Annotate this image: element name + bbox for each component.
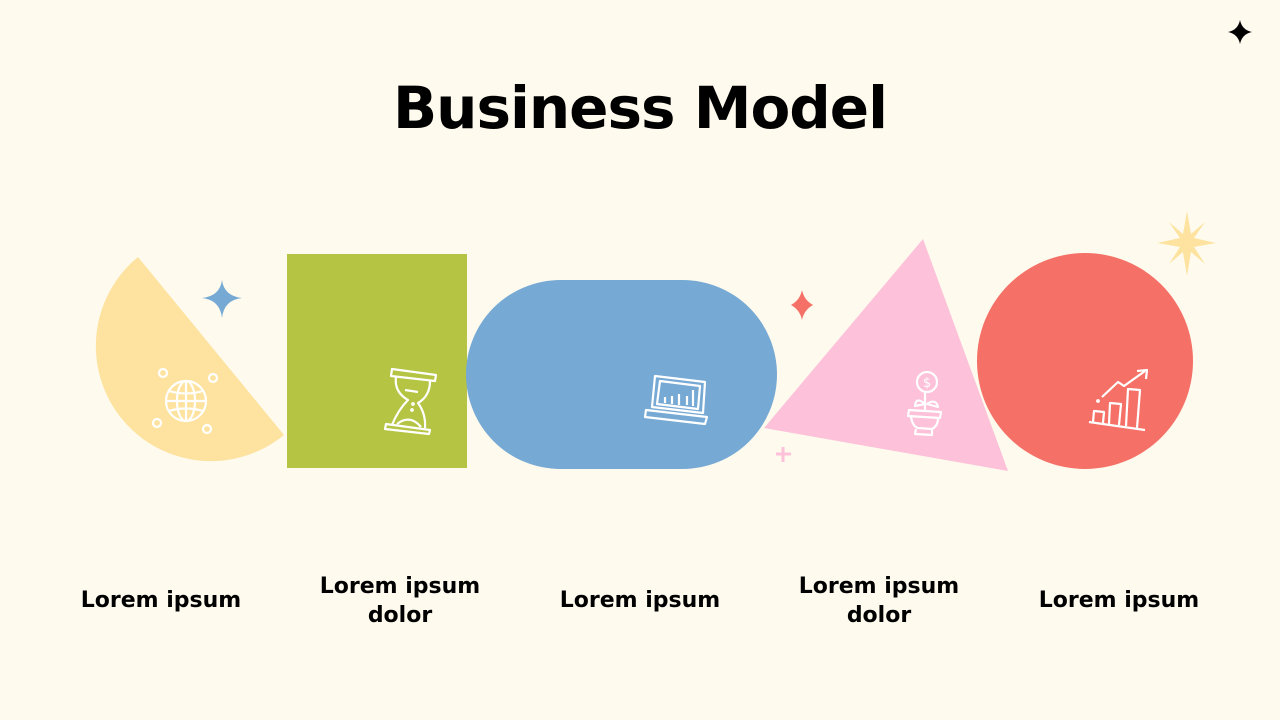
black-sparkle-icon [1228, 20, 1252, 44]
globe-network-icon [151, 367, 219, 435]
red-diamond-sparkle-icon [791, 290, 813, 320]
step-3-shape [466, 280, 777, 469]
blue-sparkle-icon [202, 280, 242, 318]
yellow-starburst-icon [1157, 211, 1216, 276]
svg-text:$: $ [923, 376, 931, 391]
step-4-shape [764, 239, 1008, 471]
laptop-chart-icon [643, 374, 709, 426]
step-2-label: Lorem ipsum dolor [319, 574, 481, 628]
step-4-label: Lorem ipsum dolor [798, 574, 960, 628]
pink-plus-icon [776, 447, 791, 462]
step-1-label: Lorem ipsum [80, 588, 242, 613]
step-1-shape [95, 257, 284, 462]
slide-title: Business Model [392, 74, 888, 142]
growth-chart-icon [1088, 368, 1149, 432]
hourglass-icon [383, 367, 438, 436]
step-3-label: Lorem ipsum [559, 588, 721, 613]
money-plant-icon: $ [906, 370, 943, 437]
step-2-shape [287, 254, 467, 468]
step-5-shape [977, 253, 1193, 469]
step-5-label: Lorem ipsum [1038, 588, 1200, 613]
